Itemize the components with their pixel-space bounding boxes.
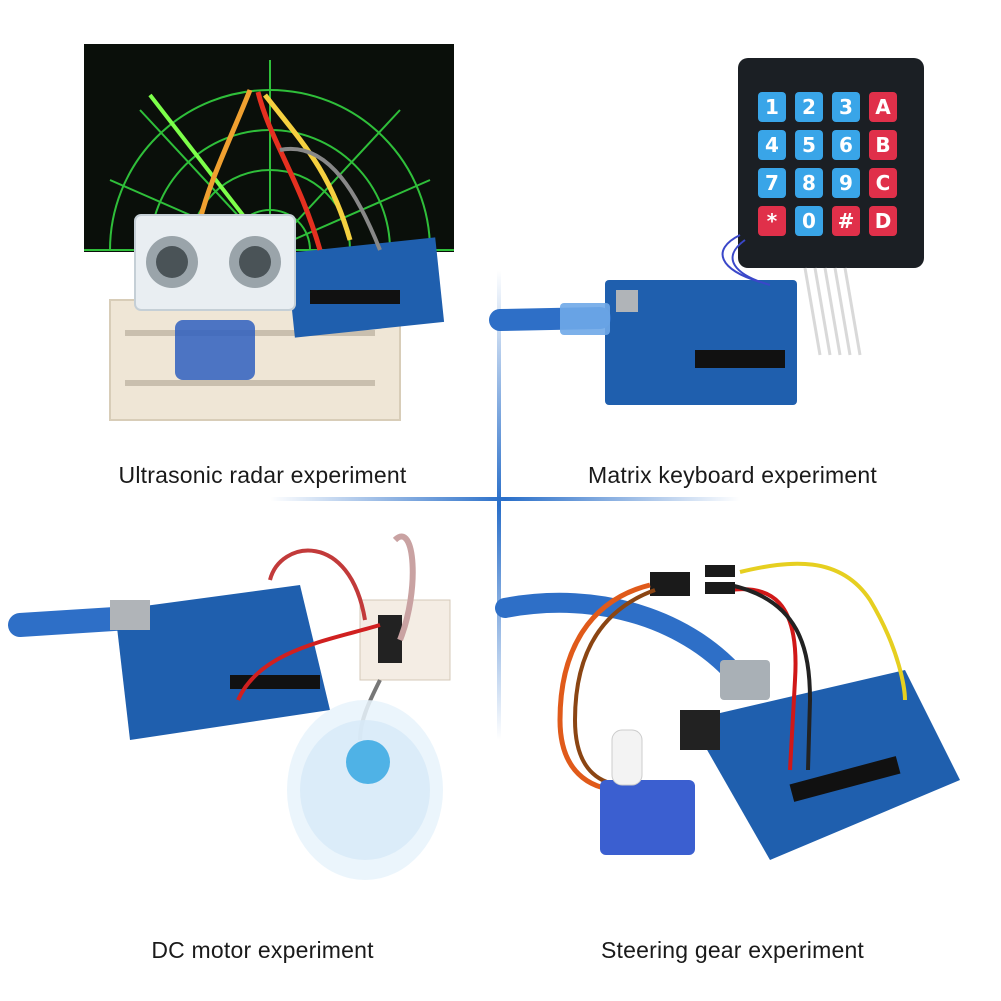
fan-hub <box>346 740 390 784</box>
keypad-key <box>869 130 897 160</box>
keypad-key-label: 4 <box>765 133 779 157</box>
radar-grid <box>84 60 454 251</box>
keypad-key-label: 8 <box>802 171 816 195</box>
arduino-board <box>690 670 960 860</box>
keypad-key-label: C <box>876 171 891 195</box>
keypad-key <box>869 168 897 198</box>
keypad-key <box>758 130 786 160</box>
keypad-key <box>758 206 786 236</box>
keypad-key-label: * <box>767 209 778 233</box>
ultrasonic-sensor <box>134 214 296 311</box>
keypad-key-label: A <box>875 95 891 119</box>
servo-motor <box>175 320 255 380</box>
arduino-board <box>115 585 330 740</box>
caption-ultrasonic-radar: Ultrasonic radar experiment <box>118 462 407 488</box>
arduino-board <box>605 280 797 405</box>
keypad-key <box>832 130 860 160</box>
keypad-key-label: 9 <box>839 171 853 195</box>
keypad-key <box>832 168 860 198</box>
usb-cable <box>489 307 611 331</box>
keypad-key-label: 3 <box>839 95 853 119</box>
usb-cable <box>495 592 750 690</box>
keypad <box>738 58 924 268</box>
caption-dc-motor: DC motor experiment <box>151 937 374 963</box>
keypad-key-label: 2 <box>802 95 816 119</box>
keypad-key <box>832 206 860 236</box>
fan-blades <box>287 700 443 880</box>
caption-steering-gear: Steering gear experiment <box>600 937 865 963</box>
keypad-key <box>869 92 897 122</box>
radar-screen <box>84 44 454 252</box>
keypad-key <box>795 168 823 198</box>
horizontal-divider <box>270 497 740 501</box>
keypad-key-label: 7 <box>765 171 779 195</box>
keypad-key-label: 5 <box>802 133 816 157</box>
keypad-key <box>758 92 786 122</box>
vertical-divider <box>497 270 501 740</box>
servo-horn <box>611 729 643 786</box>
keypad-key-label: 0 <box>802 209 816 233</box>
usb-cable <box>8 606 142 637</box>
servo-motor <box>600 780 695 855</box>
keypad-key <box>832 92 860 122</box>
keypad-key <box>795 206 823 236</box>
keypad-key <box>795 92 823 122</box>
keypad-key-label: 1 <box>765 95 779 119</box>
arduino-board <box>286 237 445 338</box>
keypad-key-label: B <box>875 133 890 157</box>
breadboard <box>109 299 401 421</box>
caption-matrix-keyboard: Matrix keyboard experiment <box>588 462 877 488</box>
keypad-key <box>869 206 897 236</box>
keypad-key-label: 6 <box>839 133 853 157</box>
keypad-key <box>795 130 823 160</box>
keypad-key <box>758 168 786 198</box>
keypad-key-label: # <box>838 209 855 233</box>
keypad-key-label: D <box>875 209 892 233</box>
breadboard <box>359 599 451 681</box>
